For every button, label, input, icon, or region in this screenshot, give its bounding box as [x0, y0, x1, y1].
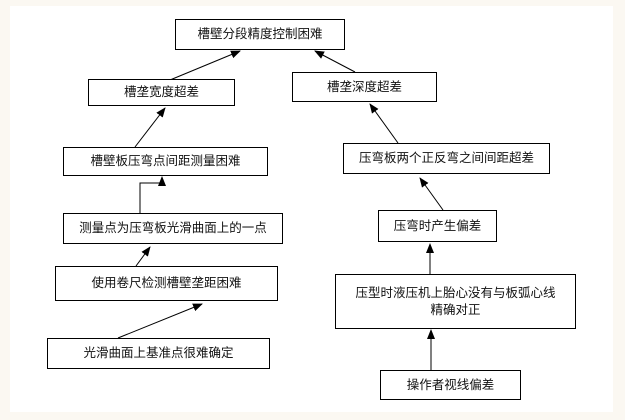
node-bend-dev: 压弯时产生偏差	[378, 210, 497, 242]
node-smooth-point: 测量点为压弯板光滑曲面上的一点	[63, 213, 283, 244]
node-depth-out: 槽垄深度超差	[292, 72, 437, 102]
press-line-1: 压型时液压机上胎心没有与板弧心线	[355, 284, 556, 300]
node-operator: 操作者视线偏差	[380, 370, 521, 400]
node-tape-hard: 使用卷尺检测槽壁垄距困难	[55, 266, 278, 301]
arrow-pb-to-depth	[369, 103, 399, 144]
arrow-smooth-to-dist	[139, 176, 166, 213]
node-press-misalign: 压型时液压机上胎心没有与板弧心线 精确对正	[335, 274, 576, 329]
arrow-base-to-tape	[117, 303, 203, 339]
arrow-depth-to-top	[314, 50, 356, 73]
arrow-dist-to-width	[134, 107, 166, 148]
arrow-width-to-top	[169, 50, 241, 81]
node-dist-hard: 槽壁板压弯点间距测量困难	[63, 147, 268, 176]
node-pb-dist: 压弯板两个正反弯之间间距超差	[343, 143, 550, 174]
node-base-point: 光滑曲面上基准点很难确定	[47, 338, 270, 369]
node-top-problem: 槽壁分段精度控制困难	[175, 19, 345, 50]
arrow-tape-to-smooth	[135, 246, 151, 267]
press-line-2: 精确对正	[430, 301, 481, 317]
node-width-out: 槽垄宽度超差	[88, 79, 235, 106]
arrow-bend-to-pb	[419, 177, 444, 211]
